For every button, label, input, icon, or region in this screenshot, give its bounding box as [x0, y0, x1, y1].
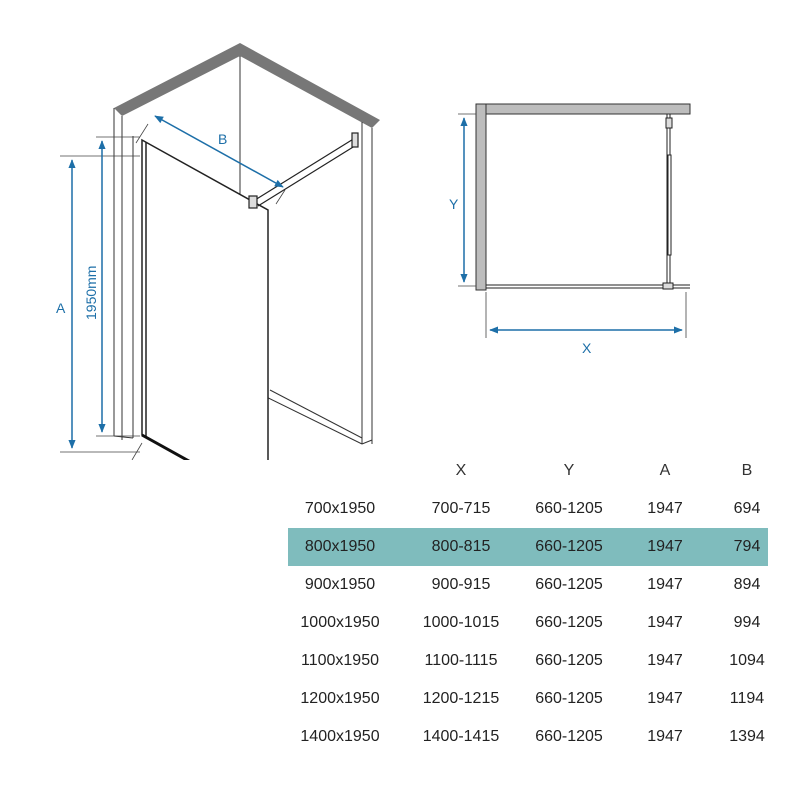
dimension-y: Y: [449, 113, 476, 287]
table-cell: 900x1950: [304, 576, 376, 593]
plan-side-glass: [665, 114, 673, 286]
table-cell: 800-815: [431, 538, 491, 555]
wall-top: [114, 43, 380, 128]
plan-side-wall: [475, 103, 487, 291]
technical-drawing: B A 1950mm X: [56, 43, 691, 460]
dimension-a-label: A: [56, 300, 66, 316]
table-row-highlighted: 800x1950 800-815 660-1205 1947 794: [288, 528, 768, 566]
table-cell: 660-1205: [535, 614, 603, 631]
table-cell: 1394: [729, 728, 765, 745]
table-cell: 1947: [647, 500, 683, 517]
table-cell: 1947: [647, 614, 683, 631]
right-wall: [361, 122, 373, 445]
table-cell: 660-1205: [535, 690, 603, 707]
table-cell: 1400-1415: [422, 728, 500, 745]
table-cell: 794: [733, 538, 761, 555]
table-cell: 660-1205: [535, 538, 603, 555]
spec-table: X Y A B 700x1950 700-715 660-1205 1947 6…: [288, 452, 768, 756]
table-row: 1000x1950 1000-1015 660-1205 1947 994: [288, 604, 768, 642]
table-cell: 1100-1115: [424, 652, 498, 669]
header-cell: X: [455, 462, 467, 479]
table-cell: 1947: [647, 728, 683, 745]
plan-back-wall: [475, 103, 691, 115]
dimension-height-label: 1950mm: [83, 266, 99, 320]
dimension-b: B: [135, 115, 286, 205]
dimension-x-plan: X: [485, 292, 687, 356]
table-cell: 900-915: [431, 576, 491, 593]
table-cell: 694: [733, 500, 761, 517]
dimension-x-plan-label: X: [582, 340, 592, 356]
table-row: 1100x1950 1100-1115 660-1205 1947 1094: [288, 642, 768, 680]
table-cell: 660-1205: [535, 576, 603, 593]
table-cell: 1094: [729, 652, 765, 669]
dimension-height: 1950mm: [83, 136, 140, 437]
table-cell: 1947: [647, 690, 683, 707]
table-cell: 894: [733, 576, 761, 593]
table-cell: 660-1205: [535, 500, 603, 517]
table-row: 900x1950 900-915 660-1205 1947 894: [288, 566, 768, 604]
table-cell: 994: [733, 614, 761, 631]
table-row: 1200x1950 1200-1215 660-1205 1947 1194: [288, 680, 768, 718]
table-header: X Y A B: [288, 452, 768, 490]
table-cell: 1000-1015: [422, 614, 500, 631]
plan-view: Y X: [449, 103, 691, 356]
header-cell: B: [741, 462, 753, 479]
dimension-x-perspective: X: [131, 442, 143, 460]
glass-bottom-edge: [141, 433, 191, 460]
table-cell: 800x1950: [304, 538, 376, 555]
glass-panel: [141, 138, 269, 460]
table-cell: 1200-1215: [422, 690, 500, 707]
perspective-view: B A 1950mm X: [56, 43, 380, 460]
left-wall: [113, 108, 134, 440]
table-cell: 660-1205: [535, 728, 603, 745]
table-row: 1400x1950 1400-1415 660-1205 1947 1394: [288, 718, 768, 756]
table-cell: 1200x1950: [300, 690, 380, 707]
table-cell: 700-715: [431, 500, 491, 517]
table-cell: 1194: [729, 690, 765, 707]
table-cell: 1400x1950: [300, 728, 380, 745]
table-cell: 1947: [647, 576, 683, 593]
table-cell: 1000x1950: [300, 614, 380, 631]
table-cell: 660-1205: [535, 652, 603, 669]
table-row: 700x1950 700-715 660-1205 1947 694: [288, 490, 768, 528]
table-cell: 1100x1950: [301, 652, 379, 669]
header-cell: A: [659, 462, 671, 479]
table-cell: 1947: [647, 652, 683, 669]
dimension-b-label: B: [218, 131, 227, 147]
header-cell: Y: [563, 462, 575, 479]
table-cell: 1947: [647, 538, 683, 555]
plan-front-glass: [486, 282, 690, 290]
table-cell: 700x1950: [304, 500, 376, 517]
dimension-y-label: Y: [449, 196, 459, 212]
stabilizer-bar: [248, 132, 359, 209]
